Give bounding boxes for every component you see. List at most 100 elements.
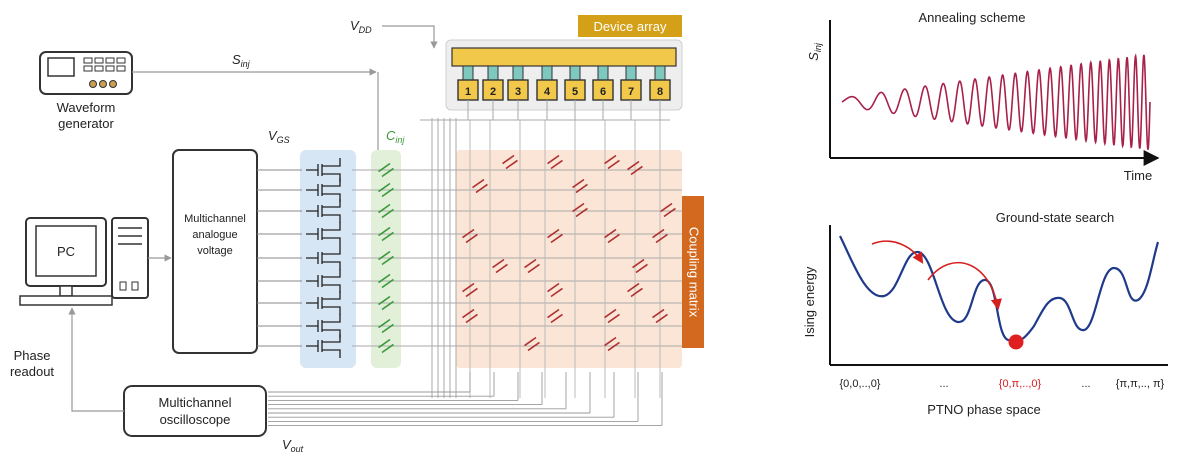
coupling-matrix-label-bg xyxy=(682,196,704,348)
waveform-generator-key xyxy=(83,65,93,72)
v-gs-label: VGS xyxy=(268,128,290,145)
waveform-generator: Waveform generator xyxy=(39,51,133,131)
oscilloscope-box: Multichannel oscilloscope xyxy=(123,385,267,437)
coupling-matrix-label: Coupling matrix xyxy=(687,227,702,318)
device-array-title-bg xyxy=(578,15,682,37)
waveform-generator-key xyxy=(83,57,93,64)
transistor-icon xyxy=(306,178,341,202)
device-connector xyxy=(654,65,666,81)
coupling-capacitor-icon xyxy=(547,282,563,298)
oscilloscope-label-2: oscilloscope xyxy=(160,412,231,427)
transistor-icon xyxy=(306,199,341,223)
annealing-title: Annealing scheme xyxy=(919,10,1026,25)
coupling-capacitor-icon xyxy=(572,178,588,194)
cinj-panel xyxy=(371,150,401,368)
analogue-voltage-label-1: Multichannel xyxy=(184,213,246,225)
device-cell-label: 5 xyxy=(572,86,578,98)
coupling-capacitor-icon xyxy=(547,308,563,324)
transistor-panel xyxy=(300,150,356,368)
pc-label: PC xyxy=(57,244,75,259)
device-cell-label: 1 xyxy=(465,86,471,98)
tick-ground-state: {0,π,..,0} xyxy=(999,378,1042,390)
search-arrow-1 xyxy=(871,240,924,264)
coupling-capacitor-icon xyxy=(652,228,668,244)
ground-state-x-label: PTNO phase space xyxy=(927,402,1040,417)
injection-capacitor-icon xyxy=(378,273,394,289)
coupling-capacitor-icon xyxy=(572,202,588,218)
coupling-capacitor-icon xyxy=(462,308,478,324)
coupling-capacitor-icon xyxy=(472,178,488,194)
energy-landscape-curve xyxy=(839,235,1160,343)
injection-capacitor-icon xyxy=(378,226,394,242)
waveform-generator-label-2: generator xyxy=(58,116,114,131)
injection-capacitor-icon xyxy=(378,295,394,311)
ground-state-y-label: Ising energy xyxy=(802,266,817,337)
ground-state-title: Ground-state search xyxy=(996,210,1115,225)
waveform-generator-key xyxy=(105,65,115,72)
transistor-icon xyxy=(306,158,341,182)
waveform-generator-key xyxy=(116,57,126,64)
transistor-icon xyxy=(306,246,341,270)
coupling-capacitor-icon xyxy=(632,258,648,274)
analogue-voltage-box: Multichannel analogue voltage xyxy=(172,149,258,354)
waveform-generator-key xyxy=(94,57,104,64)
analogue-voltage-label-3: voltage xyxy=(197,245,232,257)
coupling-capacitor-icon xyxy=(524,336,540,352)
device-connector xyxy=(541,65,553,81)
coupling-capacitor-icon xyxy=(627,160,643,176)
transistor-icon xyxy=(306,291,341,315)
transistor-icon xyxy=(306,314,341,338)
waveform-generator-label-1: Waveform xyxy=(57,100,116,115)
transistor-icon xyxy=(306,269,341,293)
injection-capacitor-icon xyxy=(378,338,394,354)
coupling-capacitor-icon xyxy=(627,282,643,298)
phase-readout-label-1: Phase xyxy=(14,348,51,363)
transistor-column xyxy=(306,158,341,358)
injection-capacitor-icon xyxy=(378,182,394,198)
annealing-waveform xyxy=(841,53,1151,150)
annealing-y-label: Sinj xyxy=(806,42,823,61)
pc-computer-icon: PC xyxy=(19,217,149,306)
device-connector xyxy=(625,65,637,81)
waveform-generator-buttons-icon xyxy=(83,57,126,72)
coupling-capacitor-icon xyxy=(604,308,620,324)
coupling-capacitor-icon xyxy=(652,308,668,324)
v-dd-label: VDD xyxy=(350,18,372,35)
device-connector xyxy=(512,65,524,81)
v-out-label: Vout xyxy=(282,437,304,454)
device-cell-label: 7 xyxy=(628,86,634,98)
transistor-icon xyxy=(306,222,341,246)
device-array-bar xyxy=(451,47,677,67)
coupling-capacitor-icon xyxy=(492,258,508,274)
search-arrow-2 xyxy=(927,262,1002,311)
ground-state-ball xyxy=(1008,334,1024,350)
device-connector xyxy=(569,65,581,81)
transistor-icon xyxy=(306,334,341,358)
c-inj-label: Cinj xyxy=(386,128,405,145)
tick-all-pi: {π,π,.., π} xyxy=(1116,378,1165,390)
coupling-capacitor-icon xyxy=(547,154,563,170)
tick-all-zero: {0,0,..,0} xyxy=(840,378,881,390)
device-cell-label: 8 xyxy=(657,86,663,98)
coupling-capacitor-icon xyxy=(462,282,478,298)
device-cell-label: 3 xyxy=(515,86,521,98)
coupling-capacitors xyxy=(462,154,676,352)
device-connector xyxy=(597,65,609,81)
waveform-generator-key xyxy=(105,57,115,64)
injection-capacitor-icon xyxy=(378,250,394,266)
oscilloscope-label-1: Multichannel xyxy=(159,395,232,410)
coupling-capacitor-icon xyxy=(502,154,518,170)
device-cell-label: 6 xyxy=(600,86,606,98)
coupling-capacitor-icon xyxy=(524,258,540,274)
ground-state-panel: Ground-state search Ising energy {0,0,..… xyxy=(802,210,1168,417)
coupling-capacitor-icon xyxy=(604,336,620,352)
waveform-generator-key xyxy=(116,65,126,72)
coupling-capacitor-icon xyxy=(547,228,563,244)
injection-capacitor-icon xyxy=(378,318,394,334)
device-connector xyxy=(462,65,474,81)
analogue-voltage-label-2: analogue xyxy=(192,229,237,241)
wiring xyxy=(257,100,682,427)
coupling-capacitor-icon xyxy=(604,154,620,170)
